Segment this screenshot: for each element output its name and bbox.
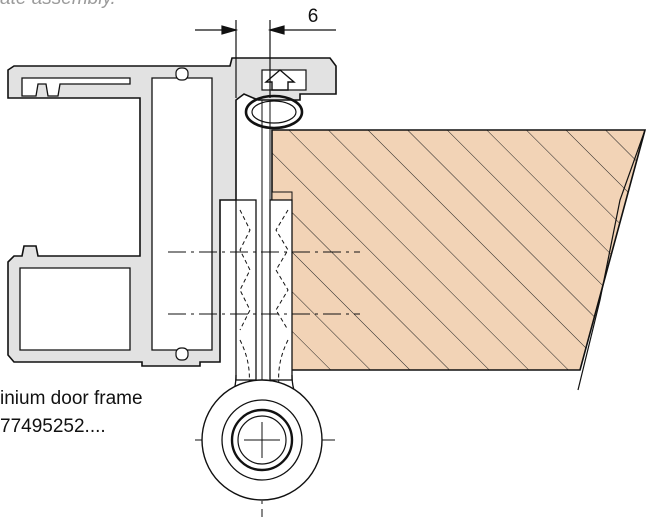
panel-break-line (577, 129, 646, 391)
seal-ring (244, 94, 304, 130)
hinge-pin-outer (230, 408, 294, 472)
frame-hollow-lower-left (19, 267, 131, 351)
clip-arrow-icon (264, 69, 296, 91)
frame-hollow-center (151, 77, 213, 351)
dimension-marker (195, 20, 336, 98)
top-caption-cut: ate assembly. (0, 0, 116, 10)
frame-slot-bottom (175, 347, 189, 361)
wood-door-panel (271, 129, 647, 371)
part-number-label: 77495252.... (0, 416, 106, 437)
dimension-label: 6 (308, 6, 319, 27)
hinge-leaf-left (235, 199, 257, 381)
hinge-leaf-right (269, 199, 293, 381)
frame-hollow-top-left (21, 77, 131, 97)
frame-label: inium door frame (0, 388, 143, 409)
frame-slot-top (175, 67, 189, 81)
seal-ring-inner (251, 100, 297, 124)
hinge-pin-inner (237, 415, 287, 465)
